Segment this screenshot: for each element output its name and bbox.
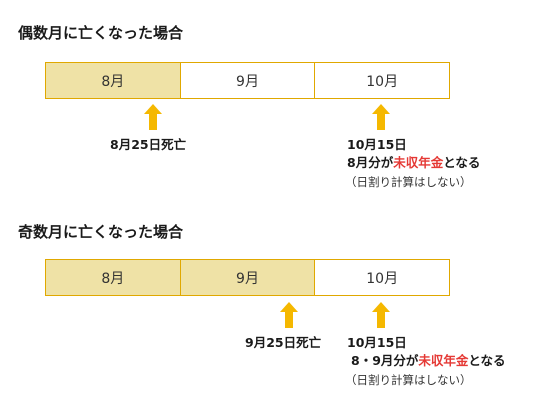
up-arrow-icon	[372, 104, 390, 130]
death-date-label: 9月25日死亡	[245, 335, 322, 350]
note-text: （日割り計算はしない）	[345, 175, 472, 189]
unpaid-prefix: 8・9月分が	[351, 353, 419, 368]
section2-timeline: 8月 9月 10月	[45, 259, 451, 296]
unpaid-statement: 8月分が未収年金となる	[347, 154, 480, 171]
up-arrow-icon	[280, 302, 298, 328]
month-cell-sep: 9月	[179, 259, 315, 296]
section1-title: 偶数月に亡くなった場合	[18, 24, 184, 42]
unpaid-suffix: となる	[443, 155, 481, 170]
up-arrow-icon	[144, 104, 162, 130]
unpaid-highlight: 未収年金	[418, 353, 469, 368]
unpaid-highlight: 未収年金	[393, 155, 444, 170]
month-cell-aug: 8月	[45, 62, 180, 99]
payday-label: 10月15日	[347, 137, 407, 152]
month-cell-aug: 8月	[45, 259, 180, 296]
section1-timeline: 8月 9月 10月	[45, 62, 451, 99]
section2-title: 奇数月に亡くなった場合	[18, 223, 184, 241]
note-text: （日割り計算はしない）	[345, 373, 472, 387]
unpaid-suffix: となる	[468, 353, 506, 368]
month-cell-oct: 10月	[314, 62, 451, 99]
month-cell-sep: 9月	[179, 62, 315, 99]
unpaid-prefix: 8月分が	[347, 155, 394, 170]
payday-label: 10月15日	[347, 335, 407, 350]
up-arrow-icon	[372, 302, 390, 328]
death-date-label: 8月25日死亡	[110, 137, 187, 152]
unpaid-statement: 8・9月分が未収年金となる	[351, 352, 506, 369]
month-cell-oct: 10月	[314, 259, 451, 296]
